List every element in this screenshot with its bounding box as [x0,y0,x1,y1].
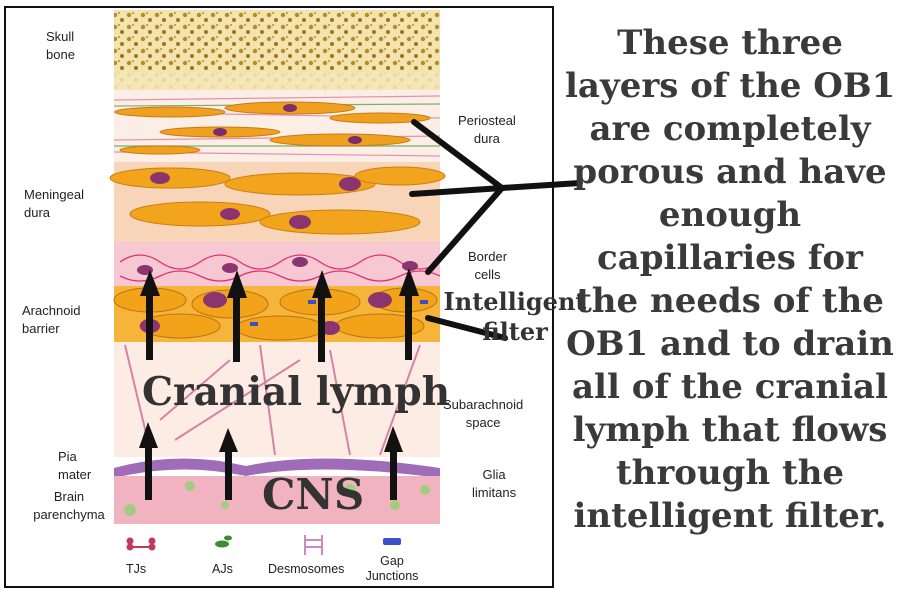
statement-line: all of the cranial [572,367,888,407]
tj-legend-icon [126,537,156,551]
diagram-frame [4,6,554,588]
statement-line: are completely [589,109,871,149]
legend-ajs-label: AJs [212,562,233,576]
arrow-up-icon [384,426,403,500]
desmosome-legend-icon [304,535,323,555]
cranial-lymph-label: Cranial lymph [142,369,451,415]
statement-line: enough [658,195,802,235]
statement-line: porous and have [573,152,887,192]
arrow-up-icon [140,270,160,360]
legend-tjs-label: TJs [126,562,147,576]
statement-text: These three layers of the OB1 are comple… [565,22,895,538]
upward-arrows [139,268,419,500]
statement-line: lymph that flows [572,410,888,450]
pia-mater-membrane [114,458,440,478]
arrow-up-icon [219,428,238,500]
gap-junction-legend-icon [383,538,401,545]
layer-pointer-lines [409,119,583,341]
brain-parenchyma-layer [114,476,440,524]
aj-legend-icon [215,535,232,548]
statement-line: the needs of the [576,281,884,321]
statement-line: through the [615,453,845,493]
statement-line: capillaries for [597,238,863,278]
statement-line: OB1 and to drain [566,324,894,364]
statement-line: These three [617,23,843,63]
arrow-up-icon [227,270,247,362]
arrow-up-icon [139,422,158,500]
statement-line: layers of the OB1 [565,66,896,106]
statement-line: intelligent filter. [573,496,887,536]
legend-desmosomes-label: Desmosomes [268,562,345,576]
cns-label: CNS [262,470,365,519]
arrow-up-icon [312,270,332,362]
arrow-up-icon [399,268,419,360]
